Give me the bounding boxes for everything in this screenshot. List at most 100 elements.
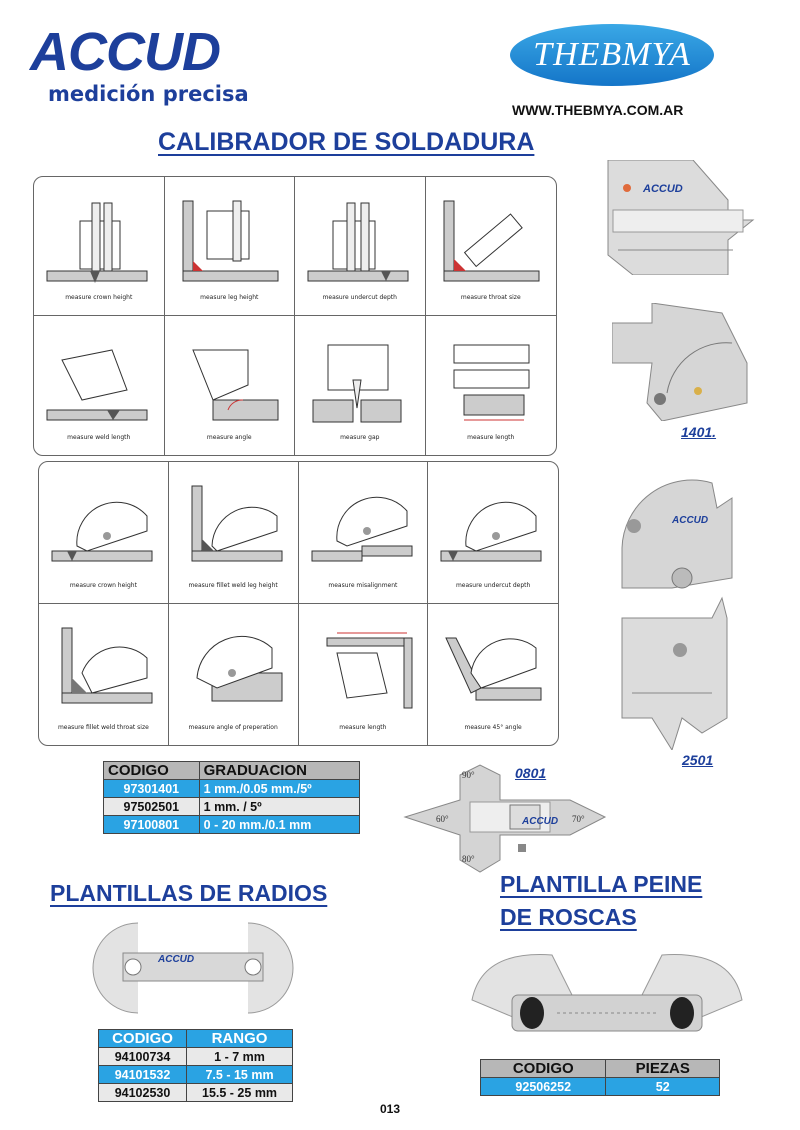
table-row: 94102530 15.5 - 25 mm	[97, 1083, 293, 1102]
table-row: 97502501 1 mm. / 5º	[103, 797, 361, 816]
table-row: 94100734 1 - 7 mm	[97, 1047, 293, 1066]
table-cell: 97100801	[103, 815, 200, 834]
thread-gauge-photo	[471, 954, 743, 1032]
table-cell: 94100734	[97, 1047, 188, 1066]
usage-grid-1: measure crown height measure leg height …	[33, 176, 557, 456]
diagram-caption: measure crown height	[69, 581, 137, 589]
fillet-weld-leg-height-diagram	[191, 485, 283, 562]
diagram-cell: measure throat size	[425, 177, 556, 316]
measure-undercut-depth-diagram	[307, 202, 409, 282]
diagram-caption: measure length	[339, 724, 387, 731]
table-cell: 7.5 - 15 mm	[186, 1065, 293, 1084]
gauge-photo-2501: ACCUD	[621, 479, 733, 750]
calibrador-title: CALIBRADOR DE SOLDADURA	[158, 128, 535, 156]
diagram-caption: measure weld length	[67, 434, 131, 441]
calibrador-spec-table: CODIGO GRADUACION 97301401 1 mm./0.05 mm…	[103, 761, 361, 834]
diagram-caption: measure angle	[206, 434, 252, 441]
product-label-1401: 1401.	[681, 424, 717, 440]
table-cell: 97301401	[103, 779, 200, 798]
fillet-weld-throat-size-diagram	[61, 627, 153, 703]
page-number: 013	[380, 1102, 401, 1116]
gauge-brand-mark: ACCUD	[521, 816, 558, 827]
diagram-cell: measure angle of preperation	[169, 603, 299, 745]
table-cell: 52	[605, 1077, 720, 1096]
gauge-brand-mark: ACCUD	[642, 183, 683, 195]
table-header: RANGO	[186, 1029, 293, 1048]
gauge-photo-0801: ACCUD 90° 60° 70° 80°	[403, 764, 607, 873]
table-cell: 94102530	[97, 1083, 188, 1102]
diagram-cell: measure fillet weld throat size	[39, 603, 169, 745]
table-cell: 15.5 - 25 mm	[186, 1083, 293, 1102]
diagram-cell: measure misalignment	[298, 462, 429, 604]
table-row: 97301401 1 mm./0.05 mm./5º	[103, 779, 361, 798]
gauge-brand-mark: ACCUD	[157, 954, 194, 965]
table-row: 97100801 0 - 20 mm./0.1 mm	[103, 815, 361, 834]
radius-gauge-photo: ACCUD	[92, 922, 294, 1014]
diagram-caption: measure crown height	[65, 294, 133, 301]
diagram-caption: measure fillet weld throat size	[57, 724, 149, 731]
table-cell: 92506252	[479, 1077, 607, 1096]
table-cell: 1 - 7 mm	[186, 1047, 293, 1066]
website-url[interactable]: WWW.THEBMYA.COM.AR	[512, 102, 684, 118]
misalignment-diagram	[311, 496, 412, 562]
diagram-cell: measure length	[426, 316, 557, 455]
roscas-spec-table: CODIGO PIEZAS 92506252 52	[479, 1059, 720, 1096]
product-label-0801: 0801	[515, 765, 547, 781]
angle-mark: 90°	[462, 770, 475, 780]
table-row: 92506252 52	[479, 1077, 720, 1096]
table-header: GRADUACION	[198, 761, 361, 780]
diagram-cell: measure 45° angle	[428, 604, 558, 746]
gauge-brand-mark: ACCUD	[671, 515, 708, 526]
diagram-caption: measure leg height	[200, 294, 259, 301]
measure-weld-length-diagram	[46, 349, 148, 421]
undercut-depth-diagram	[440, 501, 542, 562]
diagram-cell: measure crown height	[34, 177, 165, 316]
diagram-caption: measure undercut depth	[322, 294, 397, 301]
table-header: PIEZAS	[605, 1059, 720, 1078]
table-cell: 0 - 20 mm./0.1 mm	[198, 815, 361, 834]
product-label-2501: 2501	[682, 752, 714, 768]
diagram-caption: measure fillet weld leg height	[188, 581, 278, 589]
measure-length-diagram	[453, 344, 529, 421]
diagram-caption: measure misalignment	[328, 581, 398, 589]
table-header: CODIGO	[479, 1059, 607, 1078]
thebmya-logo: THEBMYA	[510, 24, 720, 96]
crown-height-diagram	[51, 501, 153, 562]
angle-mark: 80°	[462, 854, 475, 864]
table-cell: 1 mm. / 5º	[198, 797, 361, 816]
diagram-cell: measure leg height	[164, 177, 295, 316]
gauge-photo-top: ACCUD	[607, 160, 755, 275]
diagram-cell: measure crown height	[39, 462, 169, 604]
diagram-caption: measure 45° angle	[464, 724, 522, 731]
measure-leg-height-diagram	[182, 200, 278, 282]
diagram-cell: measure weld length	[34, 316, 165, 455]
table-row: 94101532 7.5 - 15 mm	[97, 1065, 293, 1084]
45-angle-diagram	[445, 637, 542, 700]
diagram-cell: measure length	[299, 603, 429, 745]
brand-name: THEBMYA	[533, 36, 691, 73]
diagram-cell: measure gap	[295, 316, 426, 455]
measure-crown-height-diagram	[46, 202, 148, 283]
diagram-cell: measure fillet weld leg height	[168, 462, 299, 604]
diagram-caption: measure length	[467, 434, 515, 441]
diagram-caption: measure undercut depth	[455, 581, 531, 589]
measure-angle-diagram	[191, 349, 278, 421]
diagram-cell: measure undercut depth	[428, 462, 558, 604]
logo-tagline: medición precisa	[48, 82, 249, 106]
diagram-cell: measure angle	[165, 316, 295, 455]
diagram-caption: measure angle of preperation	[188, 724, 278, 731]
angle-of-preparation-diagram	[196, 635, 283, 701]
roscas-title-line2: DE ROSCAS	[500, 904, 637, 930]
diagram-caption: measure throat size	[460, 294, 521, 301]
brand-ellipse	[510, 24, 714, 86]
angle-mark: 60°	[436, 814, 449, 824]
table-header: CODIGO	[103, 761, 200, 780]
angle-mark: 70°	[572, 814, 585, 824]
usage-grid-2: measure crown height measure fillet weld…	[38, 461, 559, 746]
roscas-title-line1: PLANTILLA PEINE	[500, 871, 703, 897]
diagram-cell: measure undercut depth	[295, 177, 426, 316]
radios-title: PLANTILLAS DE RADIOS	[50, 880, 328, 906]
table-cell: 94101532	[97, 1065, 188, 1084]
table-header: CODIGO	[97, 1029, 188, 1048]
table-cell: 1 mm./0.05 mm./5º	[198, 779, 361, 798]
